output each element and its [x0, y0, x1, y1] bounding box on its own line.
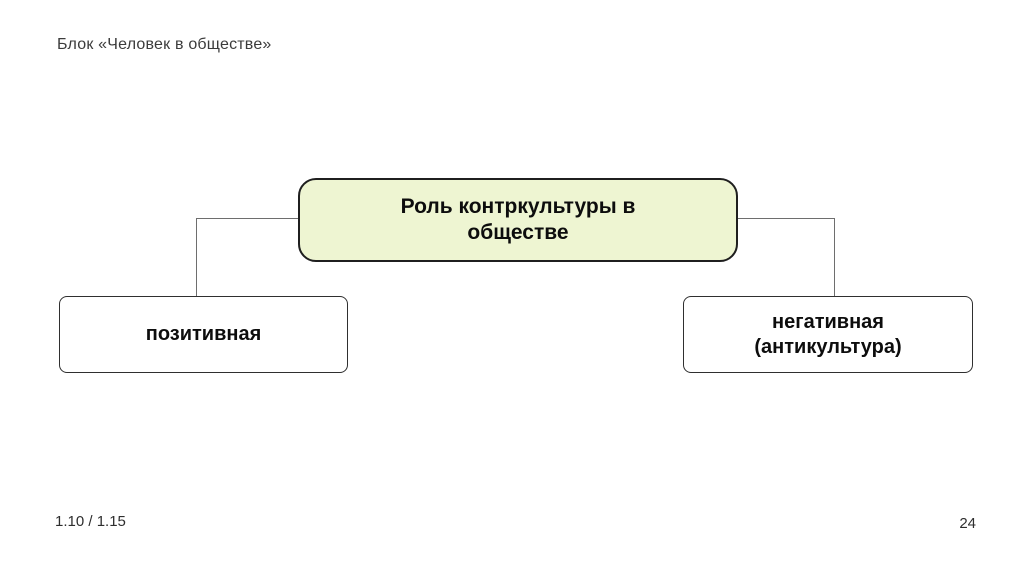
page-number: 24 — [959, 515, 976, 532]
slide-footer-codes: 1.10 / 1.15 — [55, 513, 126, 530]
slide-header: Блок «Человек в обществе» — [57, 36, 272, 53]
connector-left-vertical — [196, 218, 197, 296]
positive-node-label: позитивная — [145, 323, 262, 345]
root-node-label: Роль контркультуры в обществе — [400, 194, 636, 244]
connector-right-horizontal — [738, 218, 834, 219]
connector-left-horizontal — [196, 218, 298, 219]
negative-node-label: негативная (антикультура) — [754, 310, 902, 358]
diagram-child-node-positive: позитивная — [59, 296, 348, 373]
connector-right-vertical — [834, 218, 835, 296]
diagram-root-node: Роль контркультуры в обществе — [298, 178, 738, 262]
diagram-child-node-negative: негативная (антикультура) — [683, 296, 973, 373]
